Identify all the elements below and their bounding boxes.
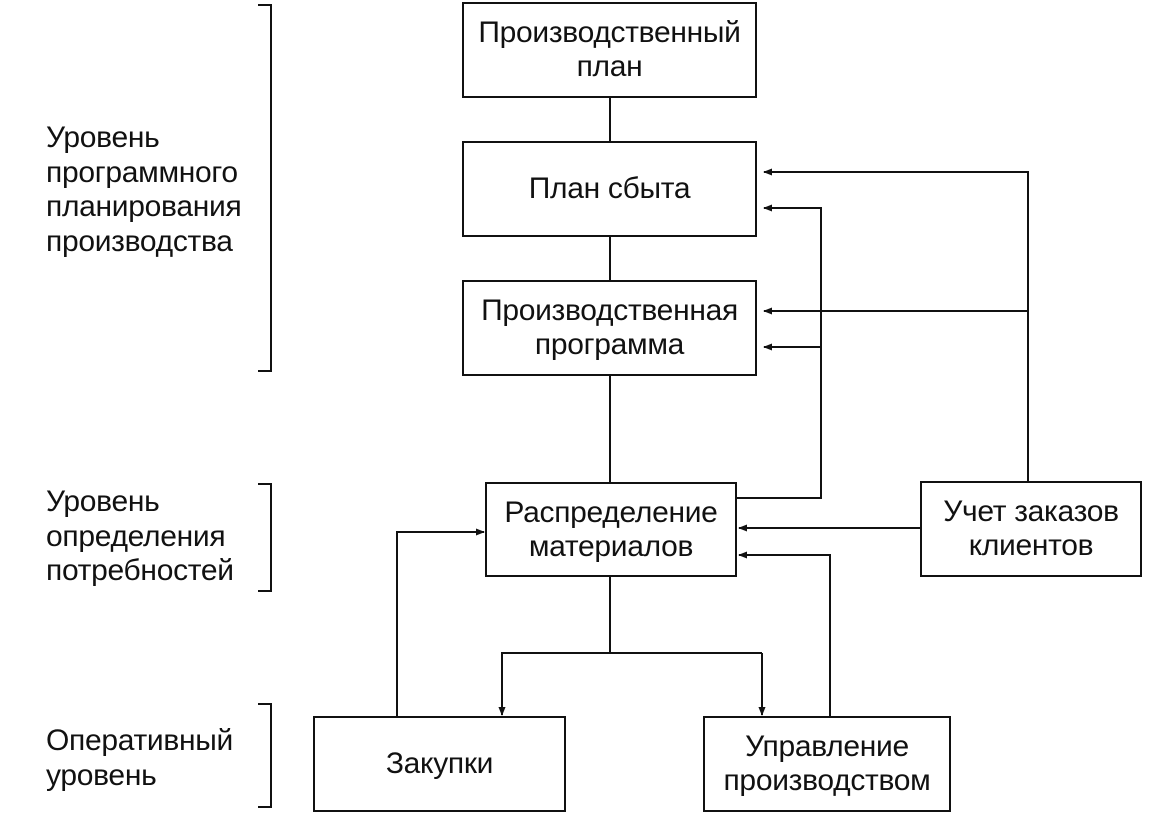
bracket-operational <box>258 703 272 808</box>
arrow-distribution-to-sales-plan <box>737 204 822 499</box>
bracket-program-planning <box>258 4 272 372</box>
arrow-distribution-to-purchasing <box>498 652 762 716</box>
level-label-program-planning: Уровень программного планирования произв… <box>46 121 242 258</box>
box-production-program: Производственная программа <box>462 280 757 376</box>
box-customer-orders: Учет заказов клиентов <box>920 481 1142 577</box>
box-material-distribution: Распределение материалов <box>485 482 737 577</box>
box-sales-plan: План сбыта <box>462 141 757 237</box>
box-production-plan: Производственный план <box>462 2 757 98</box>
bracket-needs-determination <box>258 483 272 592</box>
arrow-orders-to-sales-plan <box>763 168 1029 481</box>
level-label-operational: Оперативный уровень <box>46 724 233 792</box>
box-purchasing: Закупки <box>313 716 566 812</box>
arrow-purchasing-to-distribution <box>396 528 485 717</box>
arrow-production-management-to-distribution <box>738 551 831 717</box>
level-label-needs-determination: Уровень определения потребностей <box>46 485 234 587</box>
box-production-management: Управление производством <box>703 716 951 812</box>
